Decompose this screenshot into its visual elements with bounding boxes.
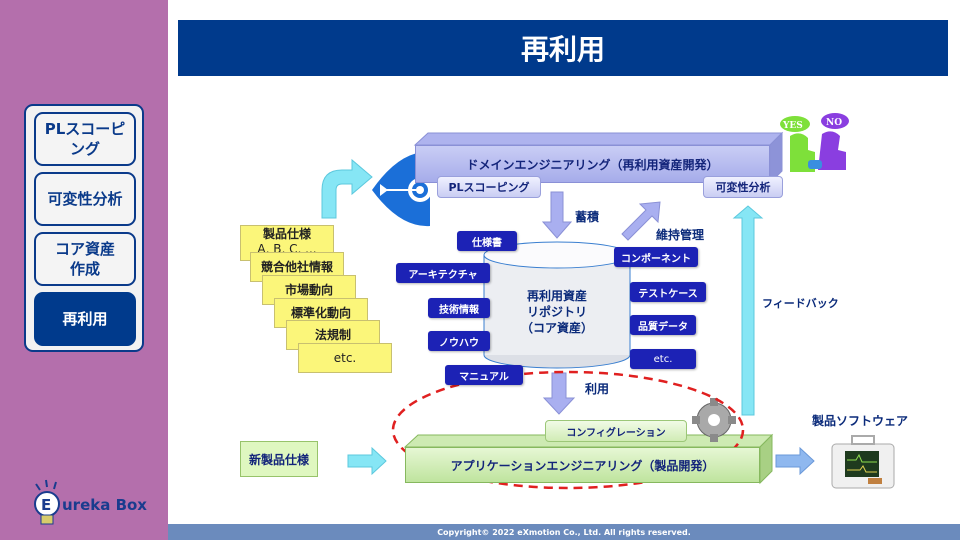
application-engineering-label: アプリケーションエンジニアリング（製品開発） [450,458,715,473]
copyright-footer: Copyright© 2022 eXmotion Co., Ltd. All r… [168,524,960,540]
new-product-spec: 新製品仕様 [240,441,318,477]
eureka-box-logo: E ureka Box [28,478,148,530]
yes-no-icon: YES NO [780,113,849,172]
new-spec-arrow [347,446,387,476]
medical-device-icon [831,435,895,489]
lightbulb-icon: E [34,479,60,525]
asset-quality-data[interactable]: 品質データ [630,315,696,335]
asset-tech-info[interactable]: 技術情報 [428,298,490,318]
gear-icon [692,398,736,442]
page-title: 再利用 [178,20,948,76]
svg-text:NO: NO [826,118,842,128]
step-nav: PLスコーピ ング 可変性分析 コア資産 作成 再利用 [24,104,144,352]
variability-analysis-tab[interactable]: 可変性分析 [703,176,783,198]
maintenance-label: 維持管理 [656,228,705,242]
domain-bar-top [413,132,784,146]
app-bar-side [759,433,773,485]
domain-bar-side [769,131,783,185]
svg-text:E: E [41,496,51,514]
application-engineering-bar: アプリケーションエンジニアリング（製品開発） [405,447,760,483]
asset-manual[interactable]: マニュアル [445,365,523,385]
accumulate-label: 蓄積 [575,210,600,224]
use-label: 利用 [585,382,610,396]
logo-text: ureka Box [62,496,147,514]
input-etc: etc. [298,343,392,373]
asset-test-case[interactable]: テストケース [630,282,706,302]
asset-etc[interactable]: etc. [630,349,696,369]
step-core-asset-creation[interactable]: コア資産 作成 [34,232,136,286]
configuration-tab[interactable]: コンフィグレーション [545,420,687,442]
output-arrow [775,446,815,476]
use-arrow [542,372,576,415]
repository-label: 再利用資産 リポジトリ （コア資産） [520,289,593,335]
repository-cylinder [483,241,631,369]
pl-scoping-tab[interactable]: PLスコーピング [437,176,541,198]
step-pl-scoping[interactable]: PLスコーピ ング [34,112,136,166]
asset-component[interactable]: コンポーネント [614,247,698,267]
domain-engineering-label: ドメインエンジニアリング（再利用資産開発） [466,157,719,172]
reuse-scope-ellipse [391,370,745,490]
feedback-label: フィードバック [762,297,839,310]
product-software-label: 製品ソフトウェア [812,414,909,428]
input-curved-arrow [321,158,373,219]
feedback-arrow [732,205,764,416]
maintenance-arrow [621,201,661,241]
asset-knowhow[interactable]: ノウハウ [428,331,490,351]
asset-architecture[interactable]: アーキテクチャ [396,263,490,283]
step-variability-analysis[interactable]: 可変性分析 [34,172,136,226]
sidebar: PLスコーピ ング 可変性分析 コア資産 作成 再利用 E ureka Box [0,0,168,540]
svg-text:YES: YES [782,121,803,131]
asset-spec[interactable]: 仕様書 [457,231,517,251]
accumulate-arrow [541,191,573,239]
step-reuse[interactable]: 再利用 [34,292,136,346]
